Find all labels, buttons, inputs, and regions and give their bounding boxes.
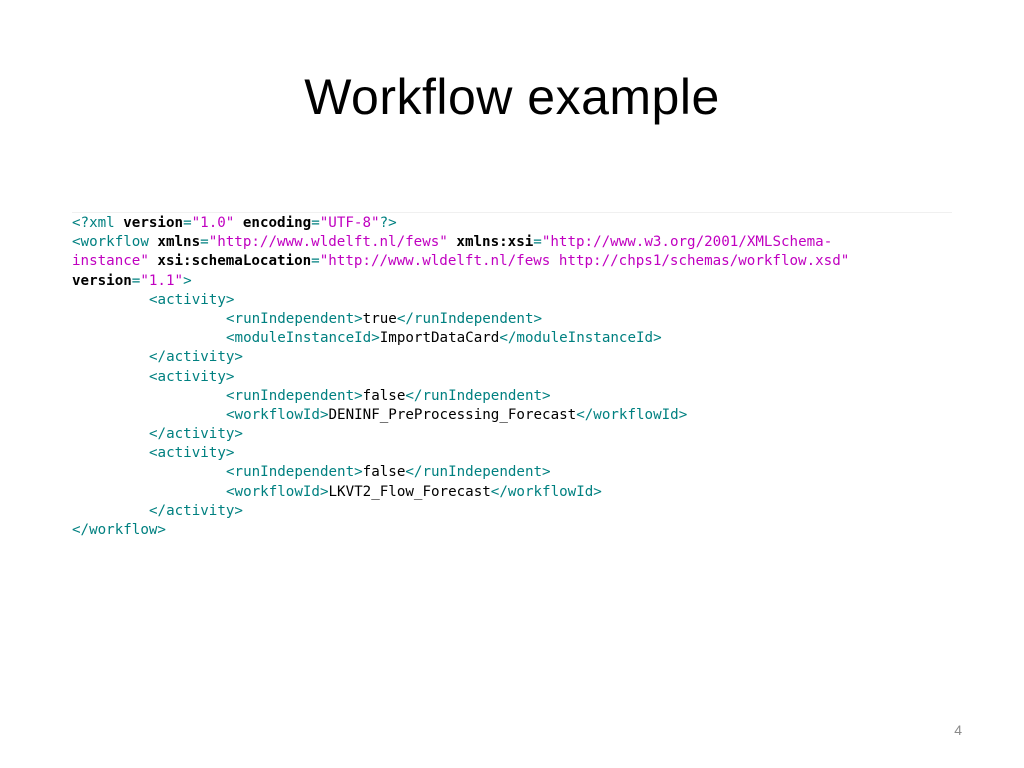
workflow-open-tag-close: > [183,272,192,289]
attr-xmlns: xmlns [157,234,201,251]
value-xmlns-xsi-part2: instance" [72,253,149,270]
code-line-activity-close: </activity> [72,502,952,521]
code-line-workflow-version: version="1.1"> [72,272,952,291]
workflow-id-open-tag: <workflowId> [226,406,329,423]
code-line-run-independent: <runIndependent>false</runIndependent> [72,387,952,406]
attr-schema-location: xsi:schemaLocation [157,253,312,270]
activity-open-tag: <activity> [149,368,235,385]
run-independent-close-tag: </runIndependent> [396,310,543,327]
run-independent-value: false [362,387,406,404]
attr-version: version [72,272,132,289]
slide-title: Workflow example [304,69,720,125]
equals: = [200,234,209,251]
code-line-workflow-open: <workflow xmlns="http://www.wldelft.nl/f… [72,233,952,252]
attr-version: version [123,215,184,231]
attr-xmlns-xsi: xmlns:xsi [456,234,534,251]
code-line-activity-open: <activity> [72,368,952,387]
code-line-schema-location: instance" xsi:schemaLocation="http://www… [72,252,952,271]
code-line-activity-open: <activity> [72,444,952,463]
code-line-workflow-close: </workflow> [72,521,952,540]
run-independent-open-tag: <runIndependent> [226,387,363,404]
run-independent-open-tag: <runIndependent> [226,464,363,481]
value-xmlns-xsi-part1: "http://www.w3.org/2001/XMLSchema- [541,234,833,251]
xml-code-block: <?xml version="1.0" encoding="UTF-8"?> <… [72,212,952,540]
module-instance-id-value: ImportDataCard [379,330,500,347]
code-line-activity-close: </activity> [72,348,952,367]
value-workflow-version: "1.1" [140,272,184,289]
module-instance-id-open-tag: <moduleInstanceId> [226,330,380,347]
run-independent-open-tag: <runIndependent> [226,310,363,327]
value-schema-location: "http://www.wldelft.nl/fews http://chps1… [319,253,850,270]
workflow-id-value: LKVT2_Flow_Forecast [328,483,491,500]
attr-encoding: encoding [242,215,312,231]
activity-open-tag: <activity> [149,445,235,462]
workflow-open-tag: <workflow [72,234,149,251]
run-independent-close-tag: </runIndependent> [405,464,551,481]
workflow-close-tag: </workflow> [72,522,166,538]
run-independent-close-tag: </runIndependent> [405,387,551,404]
activity-close-tag: </activity> [149,426,243,443]
activity-close-tag: </activity> [149,502,243,519]
activity-close-tag: </activity> [149,349,243,366]
equals: = [533,234,542,251]
workflow-id-close-tag: </workflowId> [576,406,688,423]
module-instance-id-close-tag: </moduleInstanceId> [499,330,662,347]
xml-declaration-close: ?> [379,215,397,231]
workflow-id-open-tag: <workflowId> [226,483,329,500]
code-line-workflow-id: <workflowId>LKVT2_Flow_Forecast</workflo… [72,483,952,502]
value-xmlns: "http://www.wldelft.nl/fews" [208,234,448,251]
code-line-xml-declaration: <?xml version="1.0" encoding="UTF-8"?> [72,214,952,233]
xml-declaration-open: <?xml [72,215,115,231]
page-number: 4 [954,722,962,738]
value-version: "1.0" [191,215,235,231]
code-line-module-instance-id: <moduleInstanceId>ImportDataCard</module… [72,329,952,348]
equals: = [131,272,141,289]
code-line-run-independent: <runIndependent>true</runIndependent> [72,310,952,329]
workflow-id-close-tag: </workflowId> [490,483,602,500]
code-line-run-independent: <runIndependent>false</runIndependent> [72,463,952,482]
equals: = [183,215,192,231]
code-line-activity-close: </activity> [72,425,952,444]
code-line-activity-open: <activity> [72,291,952,310]
activity-open-tag: <activity> [149,291,235,308]
code-line-workflow-id: <workflowId>DENINF_PreProcessing_Forecas… [72,406,952,425]
run-independent-value: true [362,310,397,327]
value-encoding: "UTF-8" [319,215,380,231]
workflow-id-value: DENINF_PreProcessing_Forecast [328,406,577,423]
run-independent-value: false [362,464,406,481]
equals: = [311,215,320,231]
equals: = [311,253,320,270]
